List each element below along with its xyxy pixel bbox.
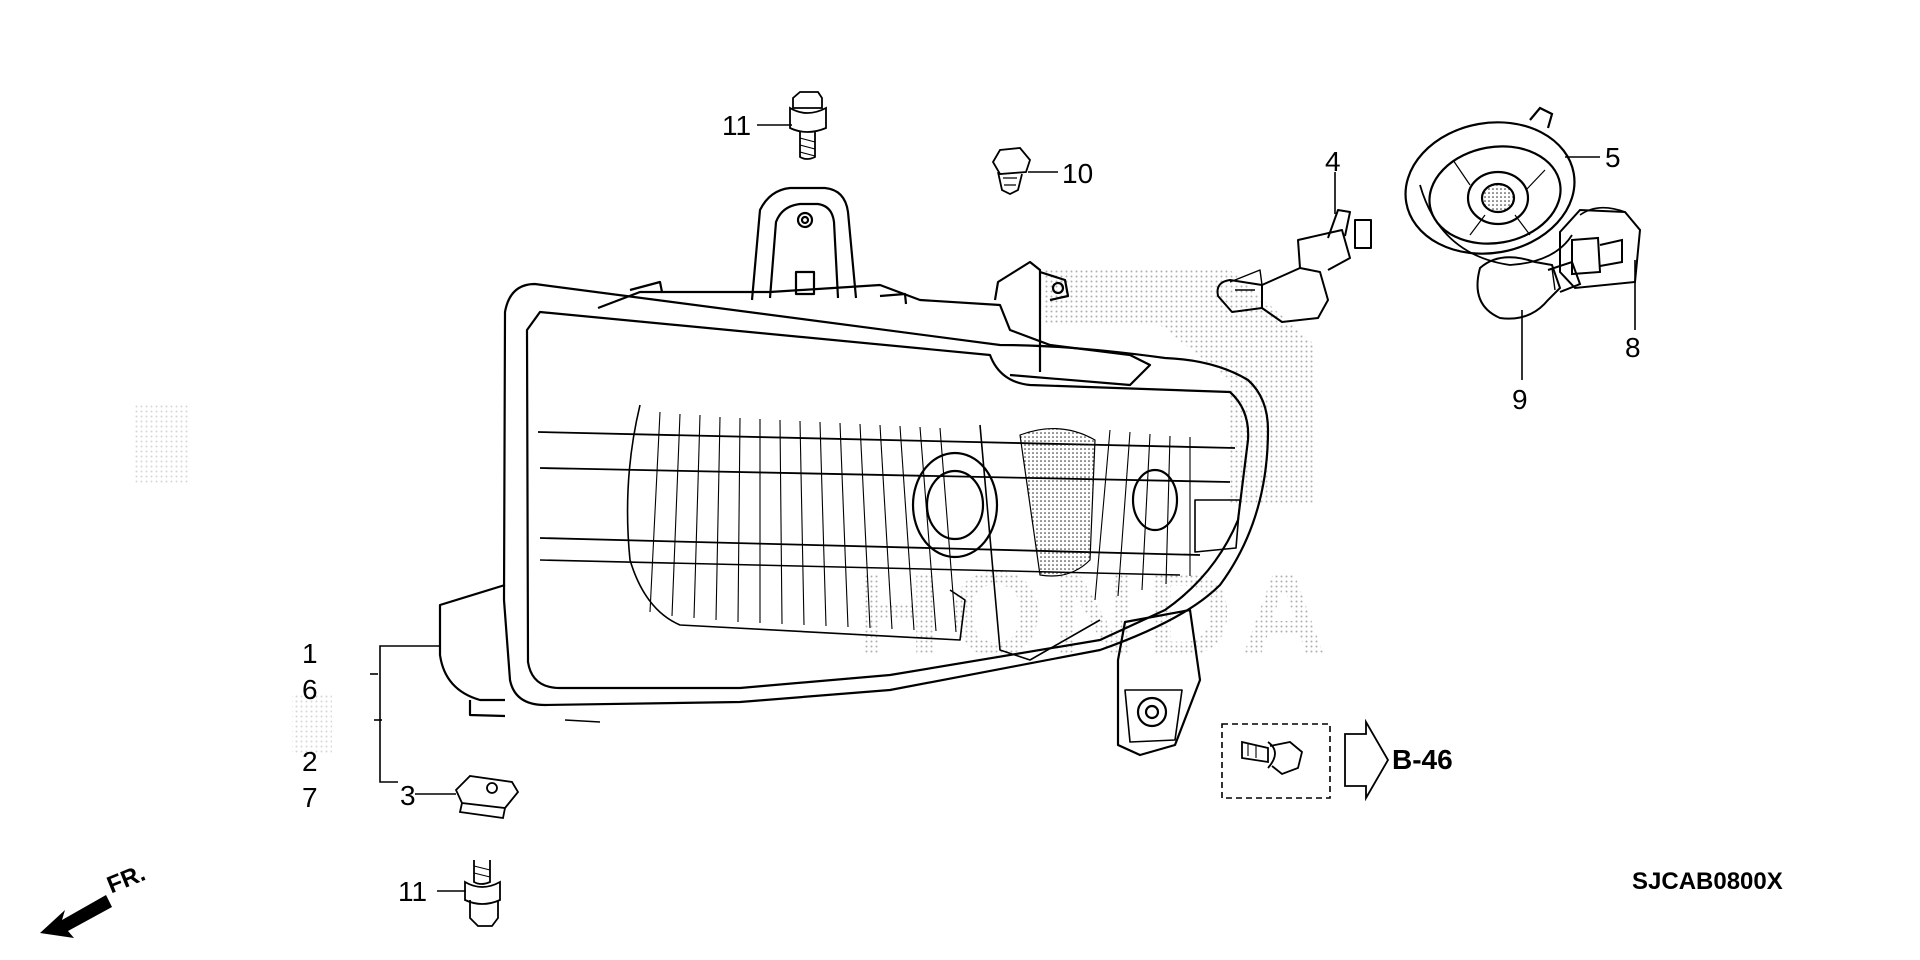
callout-part-11-bottom: 11 bbox=[398, 876, 428, 907]
reference-bolt-icon bbox=[1241, 740, 1304, 776]
front-direction-arrow bbox=[40, 895, 112, 938]
callout-part-11-top: 11 bbox=[722, 110, 752, 141]
wedge-bulb bbox=[1476, 256, 1582, 320]
callout-part-1: 1 bbox=[302, 638, 318, 669]
reference-box bbox=[1221, 718, 1390, 802]
reference-label: B-46 bbox=[1392, 744, 1453, 775]
watermark-text: HONDA bbox=[855, 547, 1335, 681]
callout-part-3: 3 bbox=[400, 780, 416, 811]
callout-part-8: 8 bbox=[1625, 332, 1641, 363]
u-nut bbox=[454, 775, 520, 820]
callout-part-7: 7 bbox=[302, 782, 318, 813]
leader-lines bbox=[370, 124, 1636, 892]
dust-cover bbox=[1404, 106, 1576, 266]
clip bbox=[991, 147, 1032, 196]
callout-part-5: 5 bbox=[1605, 142, 1621, 173]
callout-part-10: 10 bbox=[1062, 158, 1094, 189]
headlight-bulb bbox=[1216, 209, 1372, 323]
headlight-assembly bbox=[438, 186, 1270, 757]
bolt-bottom bbox=[464, 860, 501, 927]
callout-part-4: 4 bbox=[1325, 146, 1341, 177]
diagram-code: SJCAB0800X bbox=[1632, 868, 1783, 895]
reference-arrow-icon bbox=[1344, 718, 1390, 802]
bulb-socket bbox=[1559, 206, 1642, 290]
callout-part-9: 9 bbox=[1512, 384, 1528, 415]
callout-part-6: 6 bbox=[302, 674, 318, 705]
callout-part-2: 2 bbox=[302, 746, 318, 777]
bolt-top bbox=[789, 91, 827, 160]
